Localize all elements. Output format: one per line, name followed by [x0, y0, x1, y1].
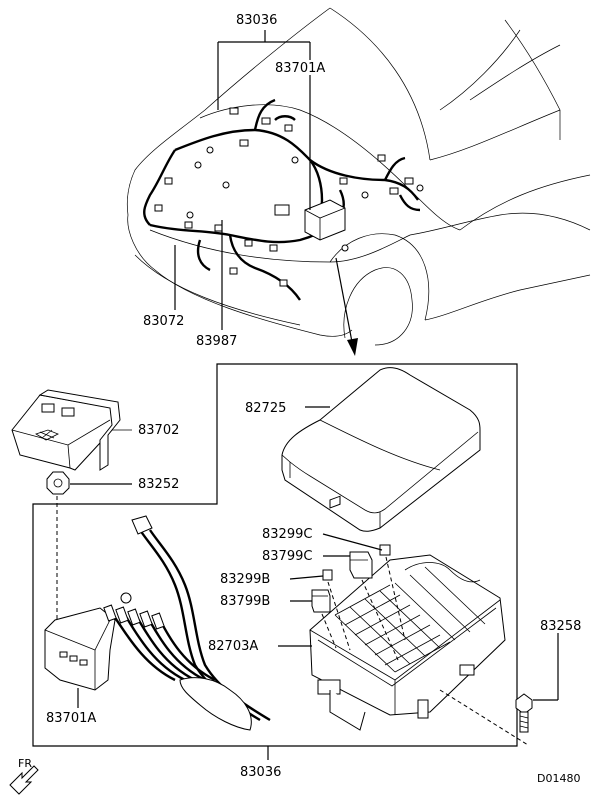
label-83299c: 83299C — [262, 527, 312, 542]
figure-code: D01480 — [537, 772, 580, 785]
label-83701a-bottom: 83701A — [46, 711, 96, 726]
wiring-harness-83036 — [143, 98, 424, 301]
label-82725: 82725 — [245, 401, 286, 416]
bracket-83701a — [44, 607, 116, 708]
bolt-83258 — [439, 633, 559, 746]
relay-83299c — [322, 533, 391, 556]
harness-main-detail — [103, 515, 271, 731]
label-83072: 83072 — [143, 314, 184, 329]
cover-83702 — [11, 389, 132, 471]
label-83036-top: 83036 — [236, 13, 277, 28]
label-83258: 83258 — [540, 619, 581, 634]
car-body-outline — [126, 7, 591, 346]
label-83799c: 83799C — [262, 549, 312, 564]
label-83702: 83702 — [138, 423, 179, 438]
detail-arrow — [335, 257, 358, 356]
label-83701a-top: 83701A — [275, 61, 325, 76]
detail-frame — [32, 363, 518, 747]
label-82703a: 82703A — [208, 639, 258, 654]
label-83036-bottom: 83036 — [240, 765, 281, 780]
relay-83799c — [323, 551, 399, 661]
label-83252: 83252 — [138, 477, 179, 492]
relay-83799b — [290, 589, 337, 649]
relay-box-82703a — [309, 495, 506, 731]
leader-lines — [174, 30, 330, 760]
front-direction-arrow-icon — [9, 765, 39, 795]
fuse-box-cover-82725 — [281, 367, 481, 532]
label-83299b: 83299B — [220, 572, 270, 587]
label-83799b: 83799B — [220, 594, 270, 609]
socket-grid — [329, 495, 486, 673]
fuse-83299b — [289, 569, 351, 651]
nut-83252 — [46, 471, 132, 625]
label-fr: FR — [18, 757, 32, 770]
label-83987: 83987 — [196, 334, 237, 349]
